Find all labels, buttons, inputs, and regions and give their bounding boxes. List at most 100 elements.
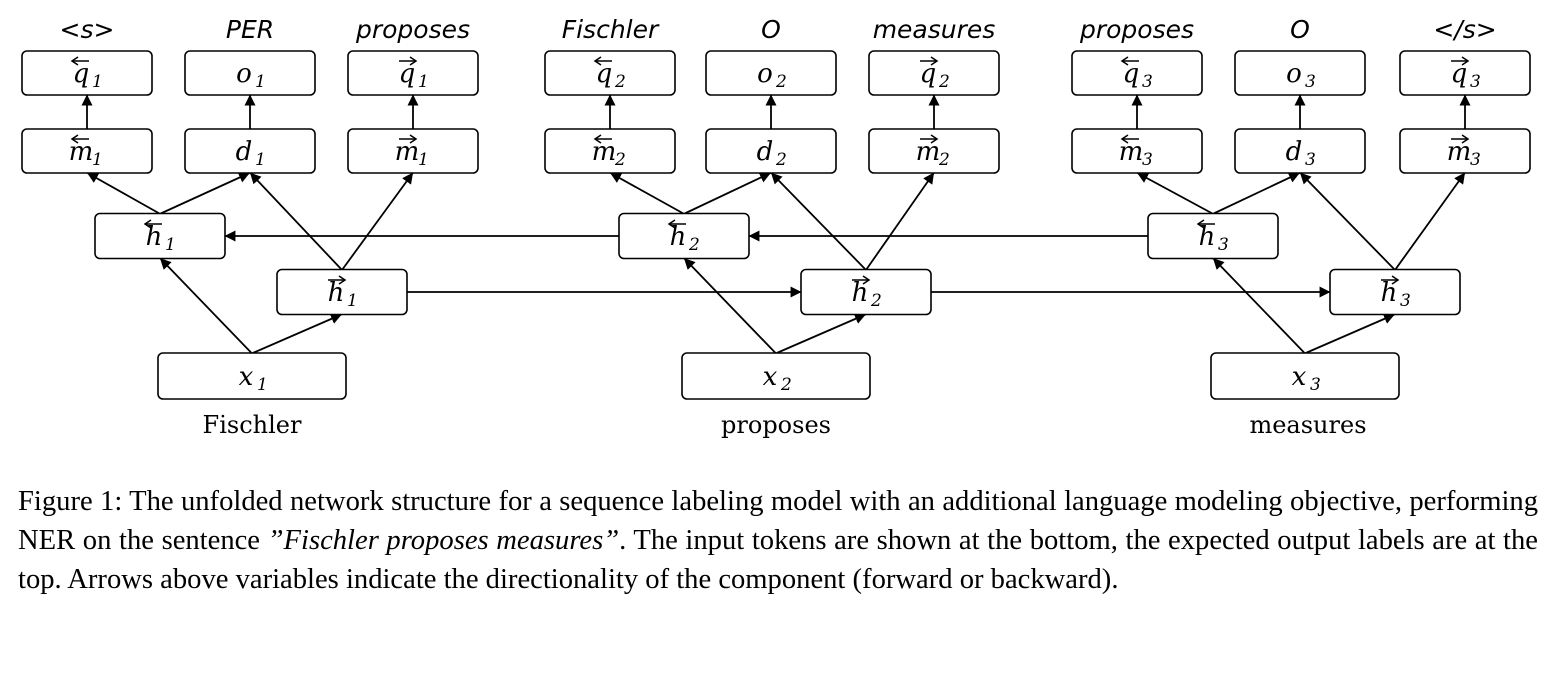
node-variable: h — [1199, 222, 1216, 252]
node-m-back-3: m3 — [1071, 128, 1203, 174]
caption-prefix: Figure 1: The unfolded network structure… — [18, 486, 1538, 556]
forward-arrow-icon — [920, 134, 939, 144]
backward-arrow-icon — [593, 134, 612, 144]
edge-h-fwd-2-to-d-2 — [770, 172, 867, 271]
backward-arrow-icon — [1120, 56, 1139, 66]
node-subscript: 2 — [775, 72, 787, 92]
node-box — [1071, 128, 1203, 174]
node-variable: m — [69, 137, 94, 167]
node-subscript: 1 — [418, 150, 429, 170]
node-variable: x — [1292, 362, 1307, 392]
output-label: </s> — [1433, 15, 1496, 44]
edge-h-fwd-3-to-d-3 — [1299, 172, 1396, 271]
edge-h-back-3-to-m-back-3 — [1137, 172, 1213, 215]
node-m-back-1: m1 — [21, 128, 153, 174]
node-subscript: 2 — [870, 291, 882, 311]
node-variable: m — [592, 137, 617, 167]
node-subscript: 3 — [1218, 235, 1229, 255]
node-variable: d — [757, 137, 774, 167]
edge-x-3-to-h-back-3 — [1212, 257, 1306, 354]
node-subscript: 3 — [1142, 72, 1153, 92]
edges-layer — [81, 94, 1471, 354]
node-variable: q — [596, 59, 613, 89]
node-box — [157, 352, 347, 400]
node-variable: q — [1123, 59, 1140, 89]
backward-arrow-icon — [593, 56, 612, 66]
edge-h-fwd-2-to-m-fwd-2 — [865, 172, 935, 271]
edge-h-back-1-to-m-back-1 — [86, 172, 160, 215]
forward-arrow-icon — [1451, 134, 1470, 144]
edge-h-back-3-to-d-3 — [1213, 172, 1300, 215]
forward-arrow-icon — [1381, 275, 1400, 285]
node-box — [868, 128, 1000, 174]
node-m-back-2: m2 — [544, 128, 676, 174]
input-word: measures — [1249, 411, 1366, 439]
node-box — [800, 268, 932, 316]
node-subscript: 3 — [1142, 150, 1153, 170]
node-subscript: 1 — [347, 291, 358, 311]
node-variable: m — [1447, 137, 1472, 167]
node-variable: m — [916, 137, 941, 167]
node-box — [184, 50, 316, 96]
node-subscript: 2 — [780, 375, 792, 395]
node-variable: h — [852, 278, 869, 308]
node-box — [94, 212, 226, 260]
output-label: Fischler — [562, 15, 660, 44]
node-box — [618, 212, 750, 260]
node-variable: m — [1119, 137, 1144, 167]
node-variable: d — [1286, 137, 1303, 167]
output-label: proposes — [1079, 15, 1194, 44]
node-box — [705, 50, 837, 96]
node-variable: x — [763, 362, 778, 392]
node-subscript: 1 — [92, 150, 103, 170]
node-subscript: 3 — [1305, 72, 1316, 92]
node-subscript: 1 — [257, 375, 268, 395]
backward-arrow-icon — [1120, 134, 1139, 144]
backward-arrow-icon — [143, 219, 162, 229]
caption-suffix: . The input tokens are shown at the bott… — [18, 525, 1538, 595]
output-label: proposes — [355, 15, 470, 44]
node-subscript: 1 — [418, 72, 429, 92]
backward-arrow-icon — [70, 134, 89, 144]
forward-arrow-icon — [328, 275, 347, 285]
node-subscript: 2 — [614, 150, 626, 170]
node-subscript: 1 — [92, 72, 103, 92]
input-word: Fischler — [203, 411, 302, 439]
node-subscript: 3 — [1470, 72, 1481, 92]
node-m-fwd-2: m2 — [868, 128, 1000, 174]
node-subscript: 2 — [614, 72, 626, 92]
node-variable: q — [73, 59, 90, 89]
output-label: O — [761, 15, 781, 44]
node-variable: d — [236, 137, 253, 167]
edge-h-fwd-3-to-m-fwd-3 — [1394, 172, 1466, 271]
node-subscript: 1 — [255, 150, 266, 170]
node-box — [1071, 50, 1203, 96]
node-box — [544, 50, 676, 96]
output-label: measures — [873, 15, 996, 44]
output-label: PER — [226, 15, 274, 44]
output-label: O — [1290, 15, 1310, 44]
node-m-fwd-3: m3 — [1399, 128, 1531, 174]
node-variable: q — [920, 59, 937, 89]
forward-arrow-icon — [1451, 56, 1470, 66]
input-word: proposes — [721, 411, 831, 439]
node-box — [544, 128, 676, 174]
node-subscript: 2 — [938, 150, 950, 170]
figure-caption: Figure 1: The unfolded network structure… — [18, 482, 1538, 599]
node-m-fwd-1: m1 — [347, 128, 479, 174]
